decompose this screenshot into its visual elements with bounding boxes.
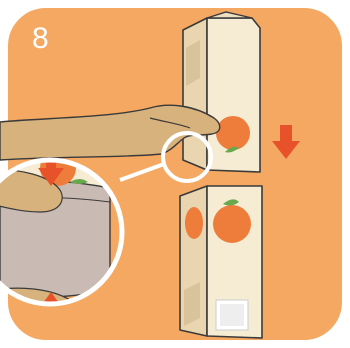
orange-fruit-icon: [216, 116, 250, 150]
lower-carton: [180, 186, 262, 338]
upper-carton: [183, 12, 260, 172]
step-number: 8: [32, 24, 49, 54]
